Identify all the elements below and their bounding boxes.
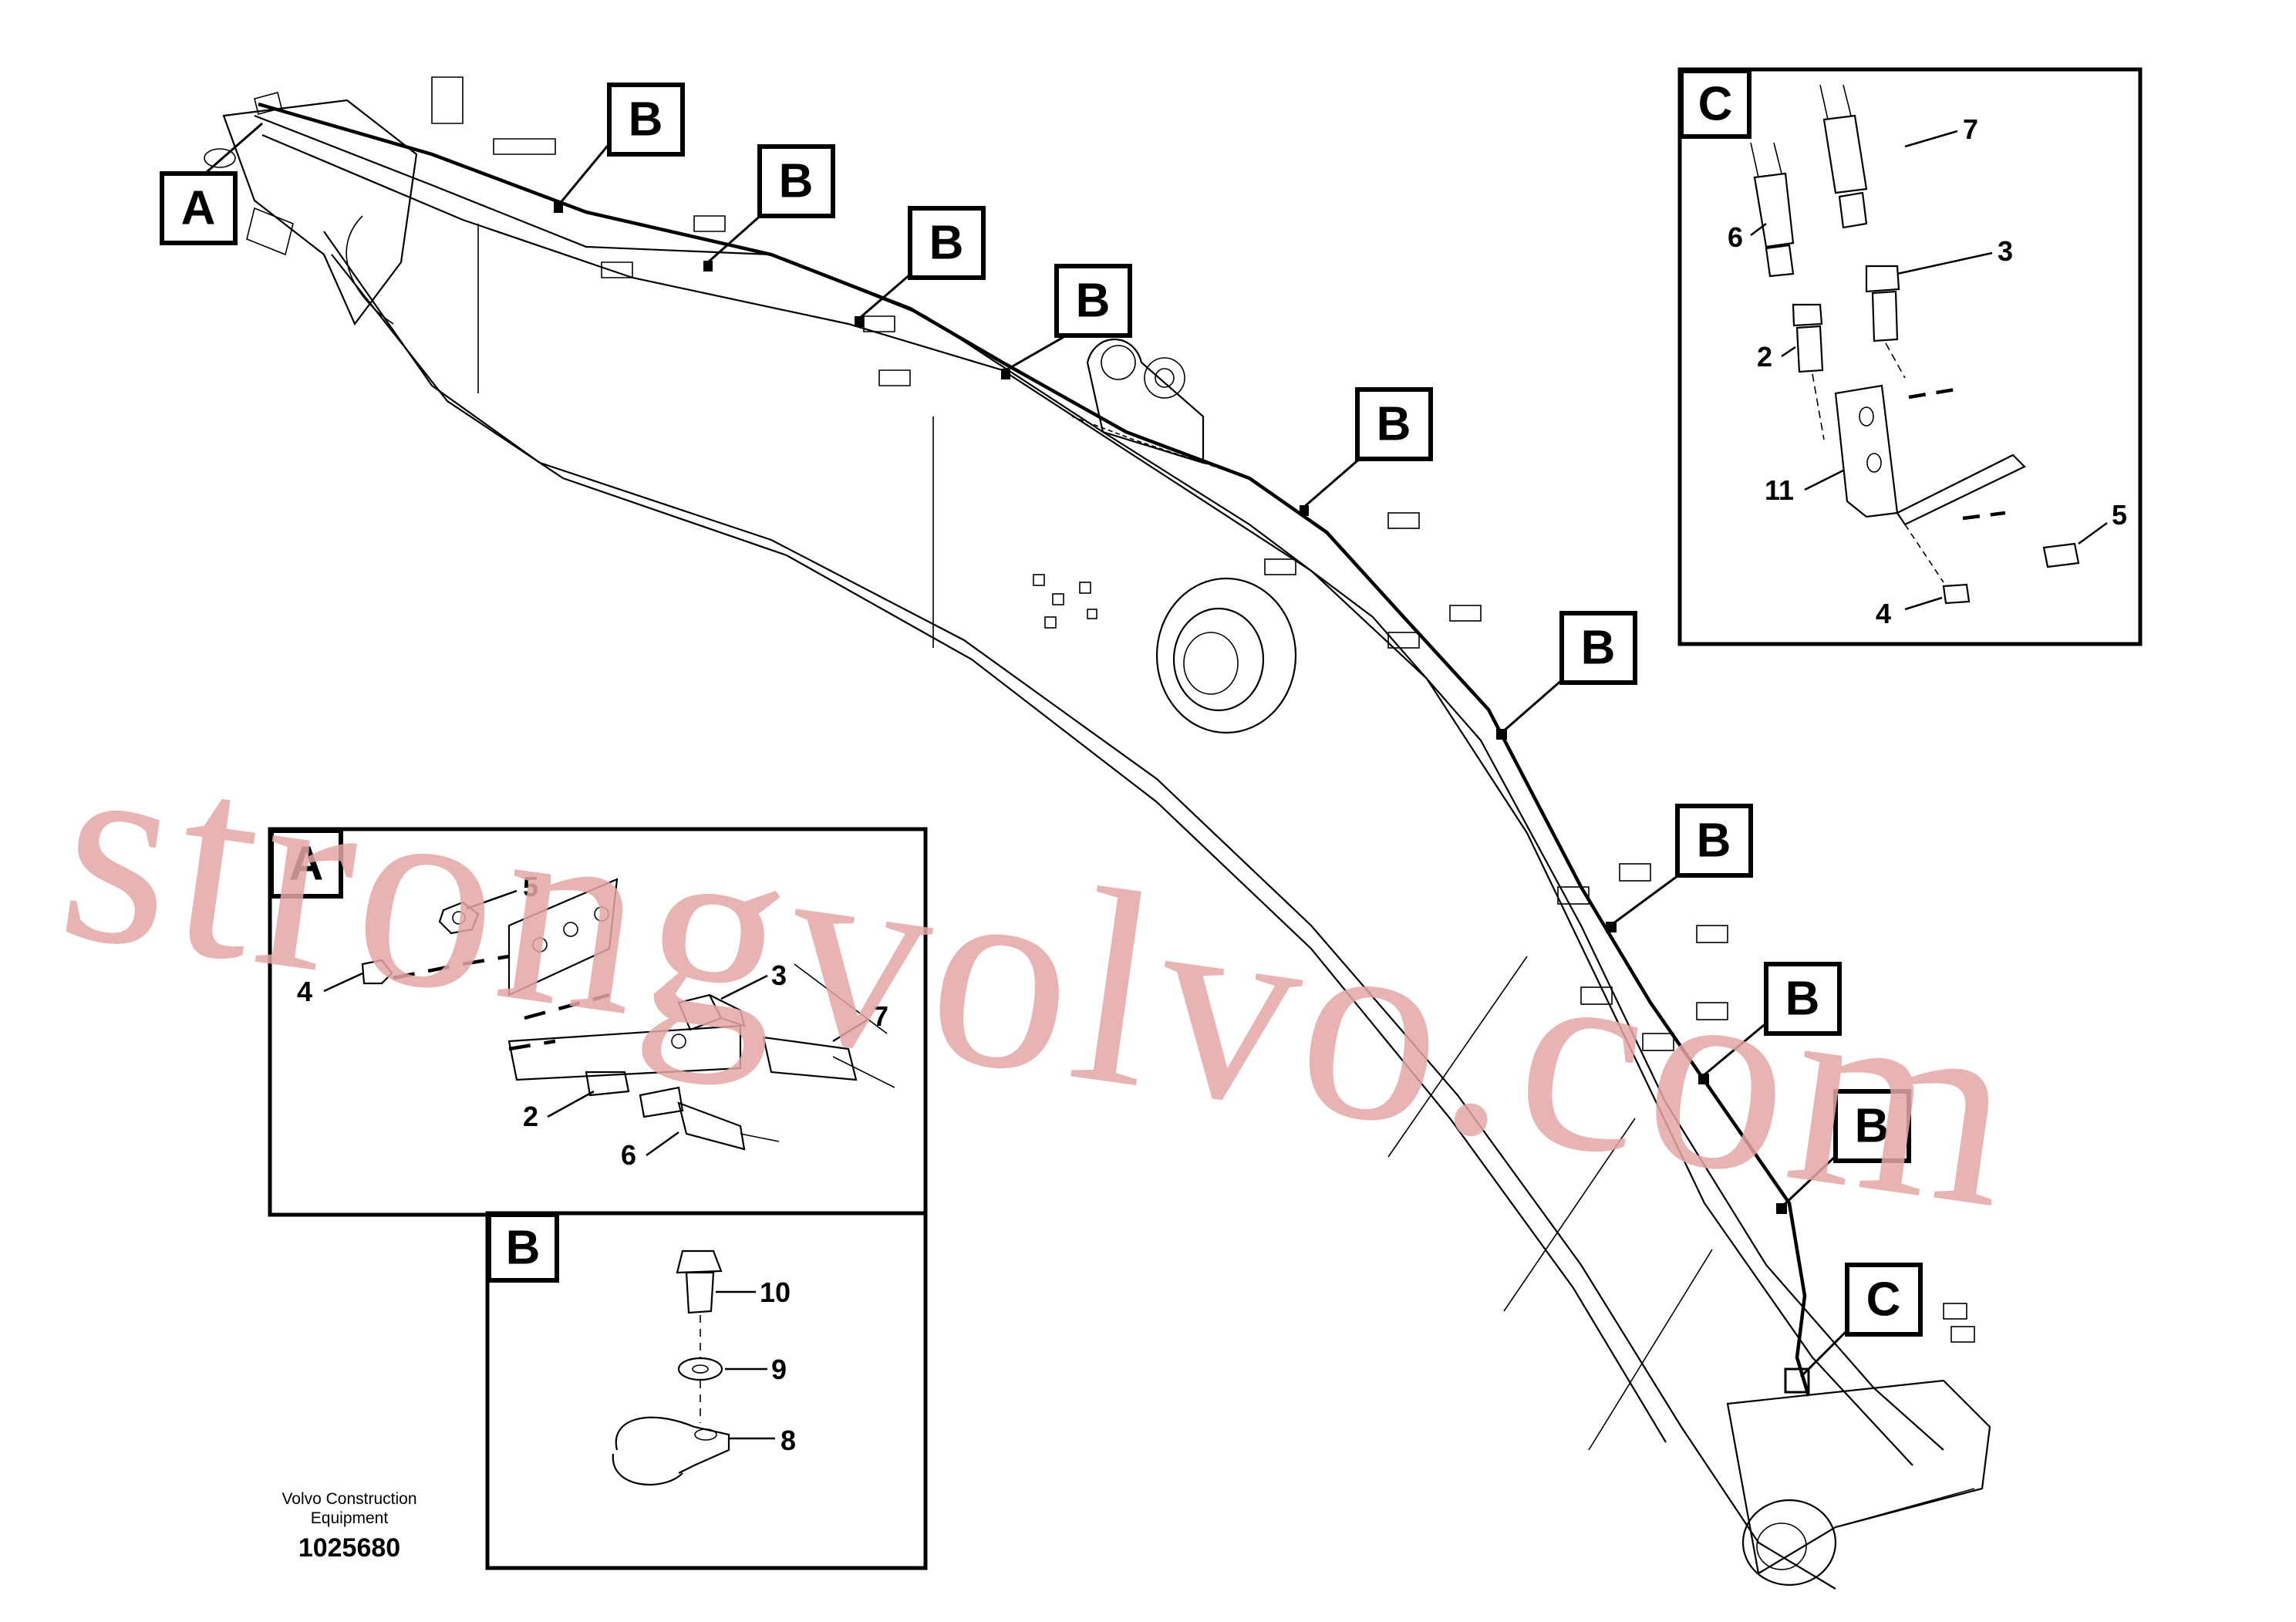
callout-b-7[interactable]: B — [1675, 804, 1753, 878]
svg-text:8: 8 — [781, 1425, 796, 1456]
callout-c-main[interactable]: C — [1845, 1263, 1923, 1337]
svg-text:A: A — [181, 182, 216, 235]
svg-text:3: 3 — [771, 959, 787, 991]
svg-text:2: 2 — [1757, 341, 1772, 373]
callout-b-5[interactable]: B — [1355, 387, 1433, 461]
svg-text:7: 7 — [1963, 113, 1978, 145]
callout-b-8[interactable]: B — [1764, 962, 1842, 1036]
svg-text:B: B — [1785, 973, 1820, 1026]
svg-text:C: C — [1866, 1273, 1901, 1327]
svg-text:B: B — [929, 217, 964, 270]
callout-a-main[interactable]: A — [160, 171, 238, 245]
callout-b-9[interactable]: B — [1833, 1089, 1911, 1163]
callout-b-1[interactable]: B — [607, 83, 685, 157]
svg-text:11: 11 — [1765, 474, 1794, 506]
svg-text:6: 6 — [1728, 221, 1743, 253]
svg-text:9: 9 — [771, 1354, 787, 1385]
svg-text:7: 7 — [873, 1000, 888, 1032]
svg-text:4: 4 — [1876, 598, 1891, 629]
svg-text:A: A — [289, 838, 324, 891]
svg-text:B: B — [1855, 1100, 1890, 1153]
callout-b-3[interactable]: B — [908, 206, 986, 280]
bolt-marks — [1033, 512, 1975, 1343]
svg-text:4: 4 — [297, 976, 312, 1007]
callout-b-2[interactable]: B — [757, 144, 835, 218]
detail-c-panel: C — [1677, 67, 2143, 646]
callout-b-4[interactable]: B — [1054, 264, 1132, 338]
hose-line — [258, 102, 1811, 1397]
svg-text:B: B — [1377, 398, 1411, 451]
detail-b-illustration — [612, 1249, 730, 1486]
svg-text:C: C — [1698, 78, 1733, 131]
svg-text:B: B — [506, 1222, 541, 1275]
svg-text:5: 5 — [2112, 499, 2127, 531]
svg-text:5: 5 — [523, 871, 538, 902]
svg-text:6: 6 — [621, 1139, 636, 1171]
clamp-marks — [554, 202, 1810, 1394]
svg-text:10: 10 — [760, 1276, 791, 1308]
svg-text:2: 2 — [523, 1101, 538, 1132]
svg-text:3: 3 — [1998, 235, 2013, 267]
company-name-line2: Equipment — [311, 1509, 389, 1527]
svg-text:B: B — [1697, 814, 1731, 868]
callout-b-6[interactable]: B — [1559, 611, 1637, 685]
detail-b-panel: B 10 9 8 Volvo Construction Equipment 10… — [282, 1211, 928, 1570]
detail-a-panel: A — [268, 827, 928, 1217]
svg-text:B: B — [1581, 622, 1616, 675]
boom-drawing — [204, 76, 1991, 1590]
company-name-line1: Volvo Construction — [282, 1490, 416, 1508]
detail-c-illustration — [1750, 84, 2080, 605]
svg-text:B: B — [779, 155, 814, 208]
svg-text:B: B — [629, 93, 663, 147]
svg-text:B: B — [1076, 275, 1111, 328]
detail-a-illustration — [361, 878, 895, 1151]
document-number: 1025680 — [298, 1533, 400, 1563]
